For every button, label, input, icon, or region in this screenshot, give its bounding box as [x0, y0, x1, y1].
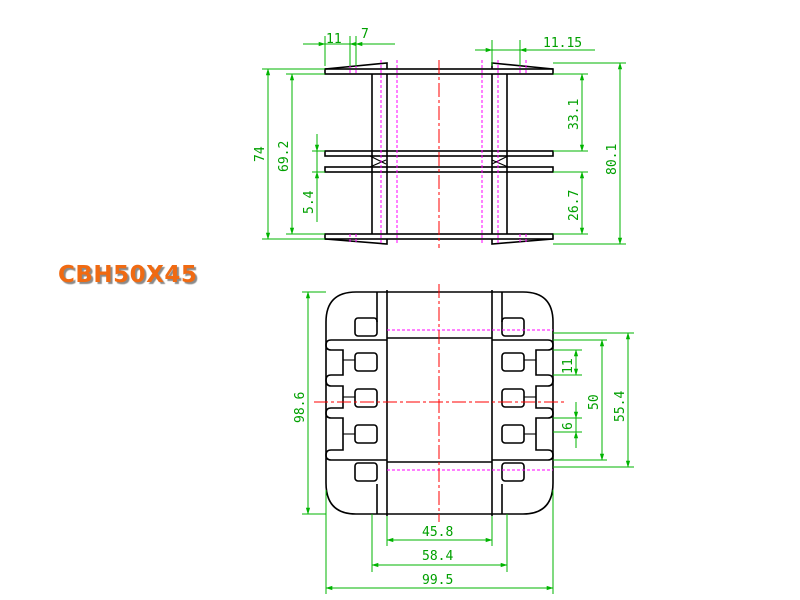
dim-bottom-99-5: 99.5 — [422, 573, 453, 588]
left-pin-comb — [325, 317, 387, 482]
dim-side-7: 7 — [361, 27, 369, 42]
dim-bottom-98-6: 98.6 — [293, 392, 308, 423]
side-view: 11 7 11.15 74 69.2 5.4 — [253, 27, 626, 248]
dim-bottom-6: 6 — [561, 422, 576, 430]
core-tube — [371, 74, 508, 234]
dim-side-80-1: 80.1 — [605, 144, 620, 175]
dim-side-74: 74 — [253, 146, 268, 162]
side-hidden-lines — [349, 60, 527, 244]
side-dimensions: 11 7 11.15 74 69.2 5.4 — [253, 27, 626, 245]
bottom-view: 98.6 11 6 50 55.4 — [293, 284, 634, 594]
bottom-hidden-lines — [387, 329, 553, 471]
model-label: CBH50X45 — [58, 262, 198, 288]
dim-side-5-4: 5.4 — [302, 190, 317, 214]
dim-side-11: 11 — [326, 32, 342, 47]
dim-side-26-7: 26.7 — [567, 190, 582, 221]
dim-bottom-45-8: 45.8 — [422, 525, 453, 540]
right-pin-comb — [492, 317, 554, 482]
dim-bottom-50: 50 — [587, 394, 602, 410]
dim-side-69-2: 69.2 — [277, 141, 292, 172]
base-outline — [325, 291, 554, 515]
bottom-dimensions: 98.6 11 6 50 55.4 — [293, 291, 634, 594]
dim-side-11-15: 11.15 — [543, 36, 582, 51]
dim-bottom-55-4: 55.4 — [613, 391, 628, 422]
dim-bottom-11: 11 — [561, 358, 576, 374]
dim-side-33-1: 33.1 — [567, 99, 582, 130]
dim-bottom-58-4: 58.4 — [422, 549, 453, 564]
